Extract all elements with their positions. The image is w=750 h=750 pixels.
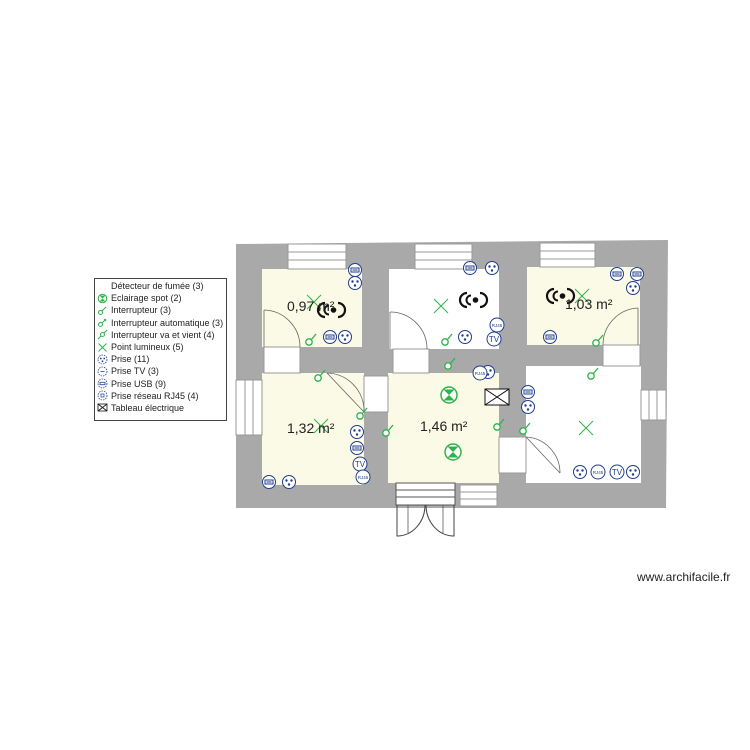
switch-icon [98,306,107,315]
legend-label: Tableau électrique [111,402,185,413]
outlet-icon [338,330,352,344]
rj45-outlet-icon: RJ45 [472,365,488,381]
usb-outlet-icon [630,267,644,281]
outlet-icon [458,330,472,344]
spot-light-icon [440,386,458,404]
outlet-icon [350,425,364,439]
legend-label: Prise réseau RJ45 (4) [111,390,199,401]
legend-item-auto-switch: Interrupteur automatique (3) [97,317,226,329]
two-way-switch-icon [97,329,108,340]
legend-item-light-point: Point lumineux (5) [97,341,226,353]
usb-outlet-icon [521,385,535,399]
electrical-panel-icon [97,404,108,412]
room-area-label: 1,46 m² [420,418,468,434]
svg-text:TV: TV [355,460,366,469]
legend-label: Détecteur de fumée (3) [111,281,204,292]
legend-item-electrical-panel: Tableau électrique [97,402,226,414]
legend-label: Eclairage spot (2) [111,293,182,304]
outlet-icon [282,475,296,489]
legend-label: Point lumineux (5) [111,342,184,353]
spot-light-icon [444,443,462,461]
outlet-icon [348,276,362,290]
window-right [640,389,667,421]
room-area-label: 0,97 m² [287,298,335,314]
window-top-3 [539,242,596,268]
window-top-1 [287,243,347,270]
door-swings [263,307,639,474]
legend-item-two-way-switch: Interrupteur va et vient (4) [97,329,226,341]
usb-outlet-icon [348,263,362,277]
tv-outlet-icon [97,366,108,377]
usb-outlet-icon [610,267,624,281]
outlet-icon [626,465,640,479]
rj45-outlet-icon: RJ45 [355,469,371,485]
window-top-2 [414,243,473,270]
svg-text:RJ45: RJ45 [358,475,369,480]
room-area-label: 1,03 m² [565,296,613,312]
rj45-outlet-icon: RJ45 [590,464,606,480]
usb-outlet-icon [323,330,337,344]
legend-label: Interrupteur va et vient (4) [111,329,215,340]
usb-outlet-icon [350,441,364,455]
legend-item-usb-outlet: Prise USB (9) [97,378,226,390]
outlet-icon [485,261,499,275]
room-bottom-left [262,373,364,485]
svg-text:RJ45: RJ45 [492,323,503,328]
door-openings [263,344,641,474]
legend-item-tv-outlet: Prise TV (3) [97,365,226,377]
rj45-outlet-icon [97,390,108,401]
room-bottom-right [526,366,641,483]
legend-item-smoke-detector: Détecteur de fumée (3) [97,280,226,292]
usb-outlet-icon [262,475,276,489]
legend-item-outlet: Prise (11) [97,353,226,365]
legend-item-rj45-outlet: Prise réseau RJ45 (4) [97,390,226,402]
smoke-detector-icon [97,281,108,292]
window-bottom [459,484,498,507]
room-area-label: 1,32 m² [287,420,335,436]
spot-light-icon [97,293,108,304]
legend-item-spot-light: Eclairage spot (2) [97,292,226,304]
svg-text:RJ45: RJ45 [593,470,604,475]
rj45-outlet-icon: RJ45 [489,317,505,333]
entrance-door [395,482,456,537]
legend: Détecteur de fumée (3) Eclairage spot (2… [94,278,227,421]
outlet-icon [573,465,587,479]
legend-label: Prise USB (9) [111,378,167,389]
electrical-panel-icon [484,388,510,406]
tv-outlet-icon: TV [486,331,502,347]
window-left [235,379,263,436]
tv-outlet-icon: TV [609,464,625,480]
watermark: www.archifacile.fr [637,570,731,584]
legend-label: Interrupteur (3) [111,305,172,316]
light-point-icon [98,342,107,352]
tv-outlet-icon: TV [352,456,368,472]
usb-outlet-icon [463,261,477,275]
usb-outlet-icon [543,330,557,344]
svg-text:RJ45: RJ45 [475,371,486,376]
svg-text:TV: TV [489,335,500,344]
legend-label: Prise (11) [111,354,150,365]
outlet-icon [626,281,640,295]
legend-label: Interrupteur automatique (3) [111,317,224,328]
svg-text:TV: TV [612,468,623,477]
outlet-icon [97,354,108,365]
usb-outlet-icon [97,378,108,389]
legend-label: Prise TV (3) [111,366,159,377]
auto-switch-icon [98,318,107,328]
legend-item-switch: Interrupteur (3) [97,304,226,316]
outlet-icon [521,400,535,414]
